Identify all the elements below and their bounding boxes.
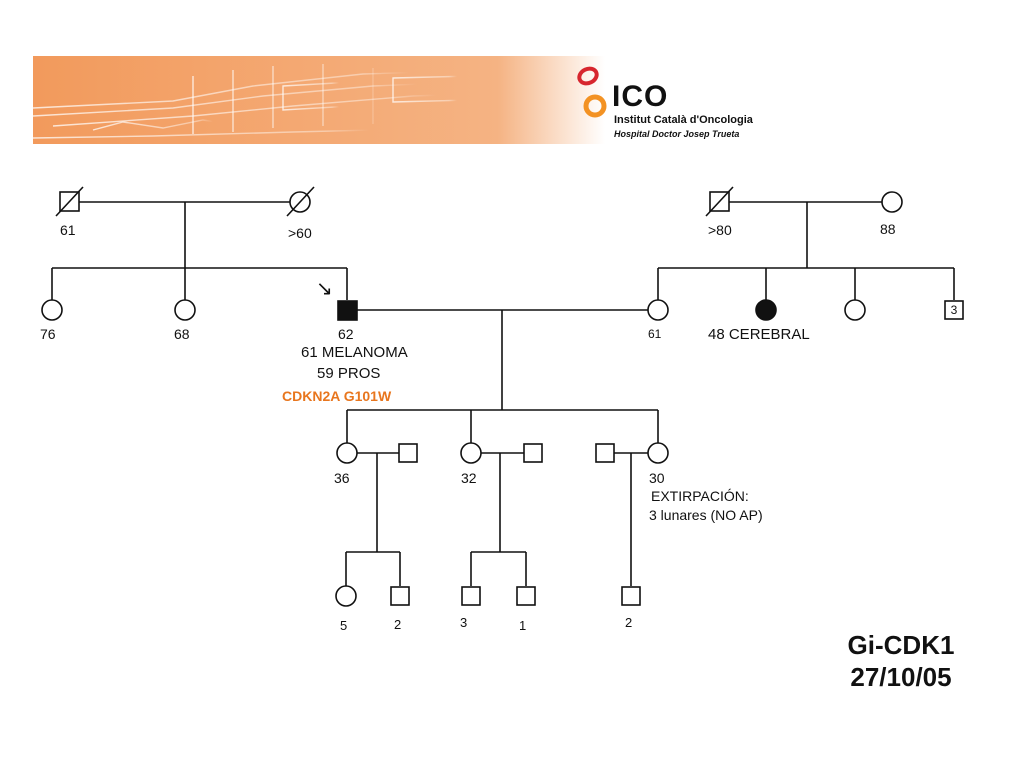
logo-hospital: Hospital Doctor Josep Trueta — [614, 129, 740, 139]
gen4-d2-child2-male — [516, 586, 536, 606]
gen4-d2-child1-age: 3 — [460, 615, 468, 630]
proband-arrow-icon: ↘ — [316, 278, 333, 300]
gen3-daughter1-female — [336, 442, 358, 464]
header-banner — [32, 56, 748, 144]
family-date: 27/10/05 — [850, 662, 952, 692]
gen4-d1-child2-male — [390, 586, 410, 606]
ico-logo-mark — [577, 66, 607, 118]
gen1-left-mother-age: >60 — [288, 225, 312, 241]
deceased-slash — [705, 186, 734, 217]
gen4-d1-child2-age: 2 — [394, 617, 402, 632]
gen3-daughter2-spouse-male — [523, 443, 543, 463]
gen4-d1-child1-female — [335, 585, 357, 607]
gen3-daughter1-spouse-male — [398, 443, 418, 463]
gen4-d2-child1-male — [461, 586, 481, 606]
gen2-spouse-sister-dx: 48 CEREBRAL — [708, 326, 810, 343]
gen1-right-mother-female — [881, 191, 903, 213]
gen2-sister1-age: 76 — [40, 326, 56, 342]
gen4-d1-child1-age: 5 — [340, 618, 348, 633]
deceased-slash — [286, 186, 315, 217]
proband-dx2: 59 PROS — [317, 365, 381, 382]
banner-image — [32, 56, 748, 144]
proband-age: 62 — [338, 326, 354, 342]
logo-orange-ring — [583, 94, 607, 118]
gen3-daughter1-age: 36 — [334, 470, 350, 486]
gen2-sister1-female — [41, 299, 63, 321]
logo-name: Institut Català d'Oncologia — [614, 114, 753, 126]
logo-red-ring — [577, 66, 599, 86]
gen4-d2-child2-age: 1 — [519, 618, 527, 633]
gen2-spouse-female — [647, 299, 669, 321]
gen3-daughter3-note2: 3 lunares (NO AP) — [649, 507, 763, 523]
gen4-d3-child1-male — [621, 586, 641, 606]
gen3-daughter3-female — [647, 442, 669, 464]
proband-dx1: 61 MELANOMA — [301, 344, 408, 361]
gen1-left-father-age: 61 — [60, 222, 76, 238]
gen1-right-father-age: >80 — [708, 222, 732, 238]
gen2-spouse-brothers-count: 3 — [950, 303, 958, 317]
gen2-spouse-brothers-group — [944, 300, 964, 320]
proband-mutation: CDKN2A G101W — [282, 388, 392, 404]
gen3-daughter3-note1: EXTIRPACIÓN: — [651, 488, 749, 504]
gen3-daughter2-age: 32 — [461, 470, 477, 486]
proband-male-affected — [337, 300, 358, 321]
gen3-daughter3-spouse-male — [595, 443, 615, 463]
family-id: Gi-CDK1 — [847, 630, 955, 660]
gen2-spouse-sister2-female — [844, 299, 866, 321]
gen4-d3-child1-age: 2 — [625, 615, 633, 630]
building-illustration — [32, 64, 534, 139]
gen1-right-mother-age: 88 — [880, 221, 896, 237]
gen3-daughter2-female — [460, 442, 482, 464]
deceased-slash — [55, 186, 84, 217]
logo-abbr: ICO — [612, 80, 669, 113]
gen2-sister2-age: 68 — [174, 326, 190, 342]
gen3-daughter3-age: 30 — [649, 470, 665, 486]
gen2-spouse-age: 61 — [648, 327, 662, 341]
gen2-spouse-sister-affected — [755, 299, 777, 321]
gen2-sister2-female — [174, 299, 196, 321]
